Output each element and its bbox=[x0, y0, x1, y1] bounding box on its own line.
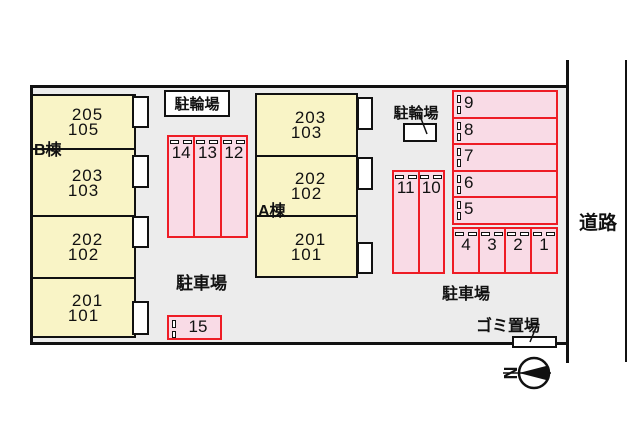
room-number: 102 bbox=[290, 184, 323, 203]
car-parking-label-right: 駐車場 bbox=[442, 286, 491, 303]
stall-number: 11 bbox=[396, 178, 415, 197]
stall-number: 9 bbox=[464, 93, 474, 112]
north-arrow-icon bbox=[519, 365, 548, 381]
parking-stall-15: 15 bbox=[167, 315, 222, 340]
unit-b-201-101: 201 101 bbox=[33, 277, 134, 336]
stall-entry-markers bbox=[457, 201, 461, 223]
stall-number: 14 bbox=[171, 143, 191, 162]
room-number: 202 bbox=[294, 169, 327, 188]
bicycle-shed-box bbox=[403, 123, 437, 142]
unit-b-202-102: 202 102 bbox=[33, 215, 134, 277]
unit-a-201-101: 201 101 bbox=[257, 215, 356, 276]
road-edge-line bbox=[625, 60, 627, 362]
car-parking-label-left: 駐車場 bbox=[176, 274, 227, 293]
entrance-porch bbox=[357, 242, 373, 274]
north-compass: N bbox=[500, 356, 551, 390]
parking-stall: 11 bbox=[394, 172, 418, 272]
room-number: 103 bbox=[290, 123, 323, 142]
stall-number: 12 bbox=[224, 143, 244, 162]
parking-group-11-10: 11 10 bbox=[392, 170, 445, 274]
entrance-porch bbox=[132, 155, 149, 188]
unit-b-203-103: 203 103 bbox=[33, 148, 134, 215]
entrance-porch bbox=[132, 301, 149, 335]
parking-stall: 14 bbox=[169, 137, 193, 236]
parking-stall: 3 bbox=[478, 229, 504, 272]
stall-entry-markers bbox=[170, 140, 193, 144]
parking-stall: 8 bbox=[454, 116, 556, 144]
parking-group-14-12: 14 13 12 bbox=[167, 135, 248, 238]
stall-entry-markers bbox=[394, 175, 417, 179]
room-number: 103 bbox=[67, 180, 100, 200]
parking-group-9-5: 9 8 7 6 5 bbox=[452, 90, 558, 225]
room-number: 203 bbox=[71, 165, 104, 185]
bicycle-parking-label: 駐輪場 bbox=[393, 105, 439, 122]
stall-entry-markers bbox=[457, 148, 461, 170]
building-b-label: B棟 bbox=[34, 142, 62, 159]
parking-group-4-1: 4 3 2 1 bbox=[452, 227, 558, 274]
plot-right-boundary-line bbox=[566, 60, 569, 363]
stall-number: 1 bbox=[539, 235, 549, 254]
garbage-area-label: ゴミ置場 bbox=[476, 318, 541, 335]
room-number: 101 bbox=[67, 305, 100, 325]
building-a-label: A棟 bbox=[258, 203, 286, 220]
room-number: 201 bbox=[71, 290, 104, 310]
parking-stall: 9 bbox=[454, 92, 556, 117]
road-label: 道路 bbox=[578, 213, 617, 234]
parking-stall: 12 bbox=[219, 137, 246, 236]
stall-number: 5 bbox=[464, 199, 474, 219]
parking-stall: 13 bbox=[193, 137, 219, 236]
room-number: 203 bbox=[294, 108, 327, 127]
stall-number: 15 bbox=[188, 317, 208, 336]
stall-entry-markers bbox=[457, 121, 461, 144]
stall-number: 7 bbox=[464, 146, 474, 166]
unit-a-203-103: 203 103 bbox=[257, 95, 356, 155]
stall-number: 3 bbox=[487, 235, 497, 254]
entrance-porch bbox=[132, 96, 149, 128]
room-number: 102 bbox=[67, 245, 100, 264]
room-number: 205 bbox=[71, 105, 104, 124]
stall-entry-markers bbox=[533, 232, 555, 236]
entrance-porch bbox=[357, 97, 373, 130]
stall-number: 13 bbox=[198, 143, 217, 162]
bicycle-parking-boxed-label: 駐輪場 bbox=[164, 90, 230, 117]
unit-b-205-105: 205 105 bbox=[33, 96, 134, 148]
parking-stall: 7 bbox=[454, 143, 556, 170]
parking-stall: 2 bbox=[504, 229, 530, 272]
entrance-porch bbox=[132, 216, 149, 248]
room-number: 201 bbox=[294, 229, 327, 249]
stall-number: 6 bbox=[464, 172, 474, 192]
north-letter: N bbox=[500, 367, 520, 380]
stall-number: 4 bbox=[461, 235, 471, 254]
unit-a-202-102: 202 102 bbox=[257, 155, 356, 215]
stall-entry-markers bbox=[457, 174, 461, 197]
garbage-area-box bbox=[512, 336, 557, 348]
parking-stall: 6 bbox=[454, 169, 556, 197]
room-number: 101 bbox=[290, 244, 323, 264]
building-a: 203 103 202 102 201 101 bbox=[255, 93, 358, 278]
stall-entry-markers bbox=[481, 232, 503, 236]
building-b: 205 105 203 103 202 102 201 101 bbox=[31, 94, 136, 338]
stall-entry-markers bbox=[172, 320, 176, 338]
parking-stall: 5 bbox=[454, 196, 556, 223]
stall-number: 10 bbox=[421, 178, 441, 197]
stall-number: 8 bbox=[464, 119, 474, 139]
stall-entry-markers bbox=[507, 232, 529, 236]
stall-entry-markers bbox=[222, 140, 245, 144]
parking-stall: 4 bbox=[454, 229, 478, 272]
stall-number: 2 bbox=[513, 235, 523, 254]
stall-entry-markers bbox=[196, 140, 219, 144]
stall-entry-markers bbox=[420, 175, 443, 179]
room-number: 105 bbox=[67, 120, 100, 139]
stall-entry-markers bbox=[457, 95, 461, 117]
entrance-porch bbox=[357, 157, 373, 190]
stall-entry-markers bbox=[455, 232, 477, 236]
parking-stall: 10 bbox=[417, 172, 444, 272]
room-number: 202 bbox=[71, 230, 104, 249]
parking-stall: 1 bbox=[530, 229, 556, 272]
